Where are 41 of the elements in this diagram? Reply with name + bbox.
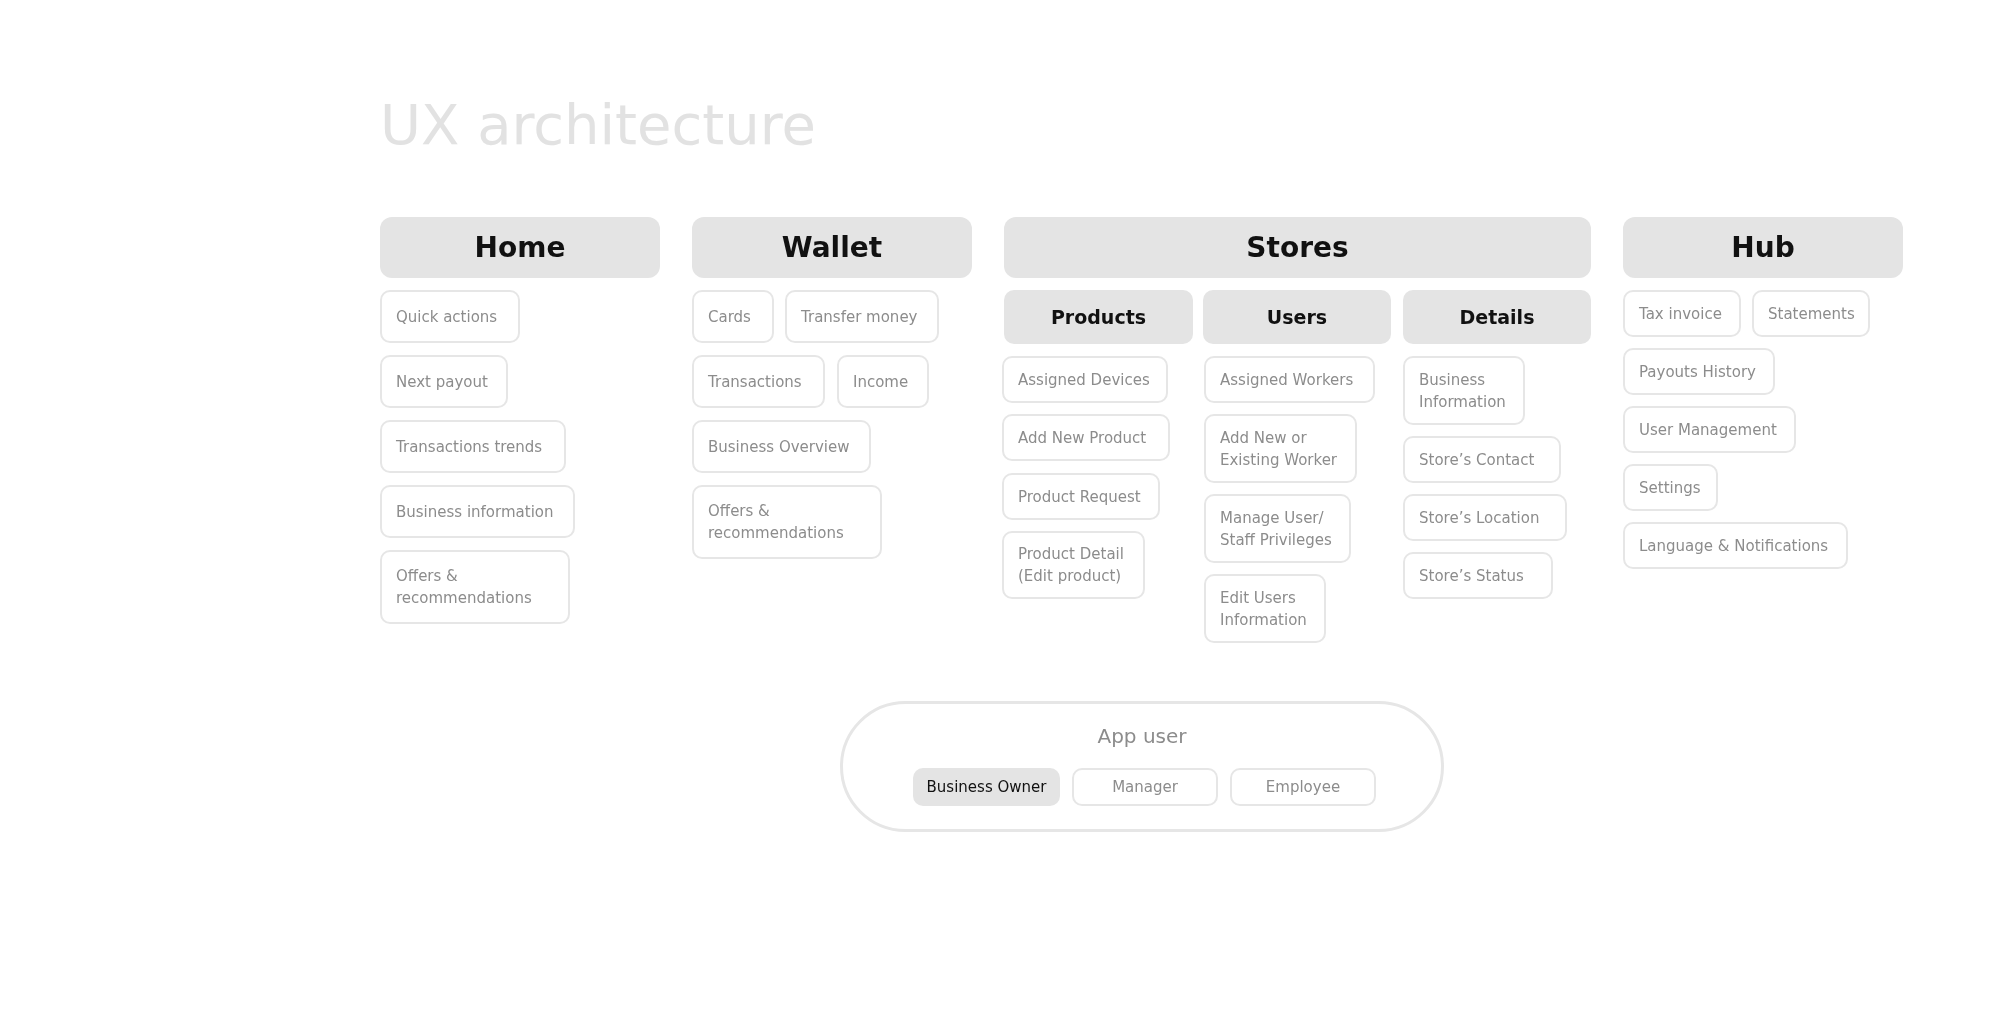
page-item-box: Transfer money	[785, 290, 939, 343]
subsection-header: Products	[1004, 290, 1193, 344]
section-header: Wallet	[692, 217, 972, 278]
role-box: Manager	[1072, 768, 1218, 806]
page-item-box: Manage User/ Staff Privileges	[1204, 494, 1351, 563]
group-label: App user	[1096, 724, 1188, 748]
page-item-box: Settings	[1623, 464, 1718, 511]
page-item-box: Offers & recommendations	[380, 550, 570, 624]
section-header: Home	[380, 217, 660, 278]
user-group-pill	[840, 701, 1444, 832]
page-item-box: Assigned Workers	[1204, 356, 1375, 403]
subsection-header: Users	[1203, 290, 1391, 344]
page-item-box: Add New Product	[1002, 414, 1170, 461]
page-item-box: Language & Notifications	[1623, 522, 1848, 569]
section-header: Stores	[1004, 217, 1591, 278]
page-item-box: Statements	[1752, 290, 1870, 337]
page-item-box: Store’s Location	[1403, 494, 1567, 541]
page-item-box: Store’s Contact	[1403, 436, 1561, 483]
page-item-box: Cards	[692, 290, 774, 343]
subsection-header: Details	[1403, 290, 1591, 344]
page-item-box: Income	[837, 355, 929, 408]
page-item-box: Business Overview	[692, 420, 871, 473]
page-item-box: Business Information	[1403, 356, 1525, 425]
page-item-box: Assigned Devices	[1002, 356, 1168, 403]
page-item-box: Business information	[380, 485, 575, 538]
page-item-box: Edit Users Information	[1204, 574, 1326, 643]
selected-role-box: Business Owner	[913, 768, 1060, 806]
page-item-box: Transactions	[692, 355, 825, 408]
page-item-box: Add New or Existing Worker	[1204, 414, 1357, 483]
section-header: Hub	[1623, 217, 1903, 278]
page-item-box: Transactions trends	[380, 420, 566, 473]
page-item-box: Offers & recommendations	[692, 485, 882, 559]
page-item-box: Store’s Status	[1403, 552, 1553, 599]
page-item-box: Tax invoice	[1623, 290, 1741, 337]
page-item-box: Product Detail (Edit product)	[1002, 531, 1145, 599]
page-item-box: Next payout	[380, 355, 508, 408]
page-item-box: Payouts History	[1623, 348, 1775, 395]
role-box: Employee	[1230, 768, 1376, 806]
page-item-box: Product Request	[1002, 473, 1160, 520]
page-item-box: User Management	[1623, 406, 1796, 453]
page-item-box: Quick actions	[380, 290, 520, 343]
